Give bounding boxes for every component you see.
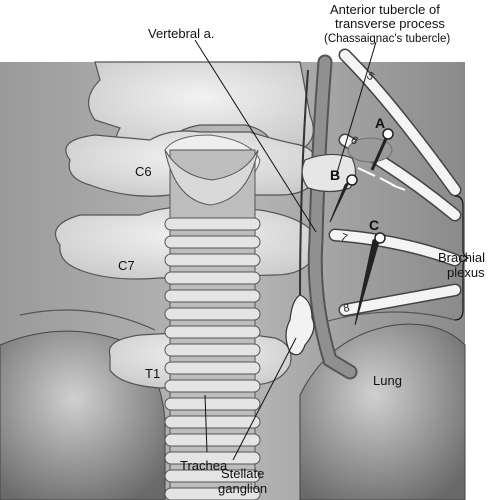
thyroid-cartilage	[164, 149, 259, 206]
root-7-label: 7	[339, 232, 349, 245]
lung-label: Lung	[373, 373, 402, 388]
brachial-plexus-bracket	[454, 195, 470, 321]
rib-left	[19, 309, 156, 331]
stellate-label-line1: Stellate	[221, 466, 264, 481]
trachea-rings	[164, 217, 261, 500]
needle-a-label: A	[375, 115, 385, 131]
trachea-label: Trachea	[180, 458, 228, 473]
vertebral-artery-fill	[309, 56, 356, 378]
needle-c-hub	[374, 232, 386, 244]
c7-label: C7	[118, 258, 135, 273]
stellate-ganglion	[285, 294, 315, 356]
needle-b-hub	[346, 174, 358, 186]
brachial-label-line2: plexus	[447, 265, 485, 280]
leader-lines	[194, 39, 377, 461]
needle-a-shaft	[370, 133, 390, 171]
root-8-label: 8	[342, 302, 350, 315]
anesthetic-spread	[347, 137, 393, 163]
spread-arrows	[357, 167, 406, 191]
chassaignac-tubercle	[301, 153, 357, 193]
c6-label: C6	[135, 164, 152, 179]
needle-a-hub	[382, 128, 394, 140]
brachial-label-line1: Brachial	[438, 250, 485, 265]
t1-label: T1	[145, 366, 160, 381]
tubercle-label-line2: transverse process	[335, 16, 445, 31]
vertebral-artery-label: Vertebral a.	[148, 26, 215, 41]
needle-b-label: B	[330, 167, 340, 183]
needle-c-label: C	[369, 217, 379, 233]
tubercle-label-line1: Anterior tubercle of	[330, 2, 440, 17]
tubercle-label-line3: (Chassaignac's tubercle)	[324, 33, 450, 45]
stellate-label-line2: ganglion	[218, 481, 267, 496]
root-6-label: 6	[349, 134, 360, 147]
